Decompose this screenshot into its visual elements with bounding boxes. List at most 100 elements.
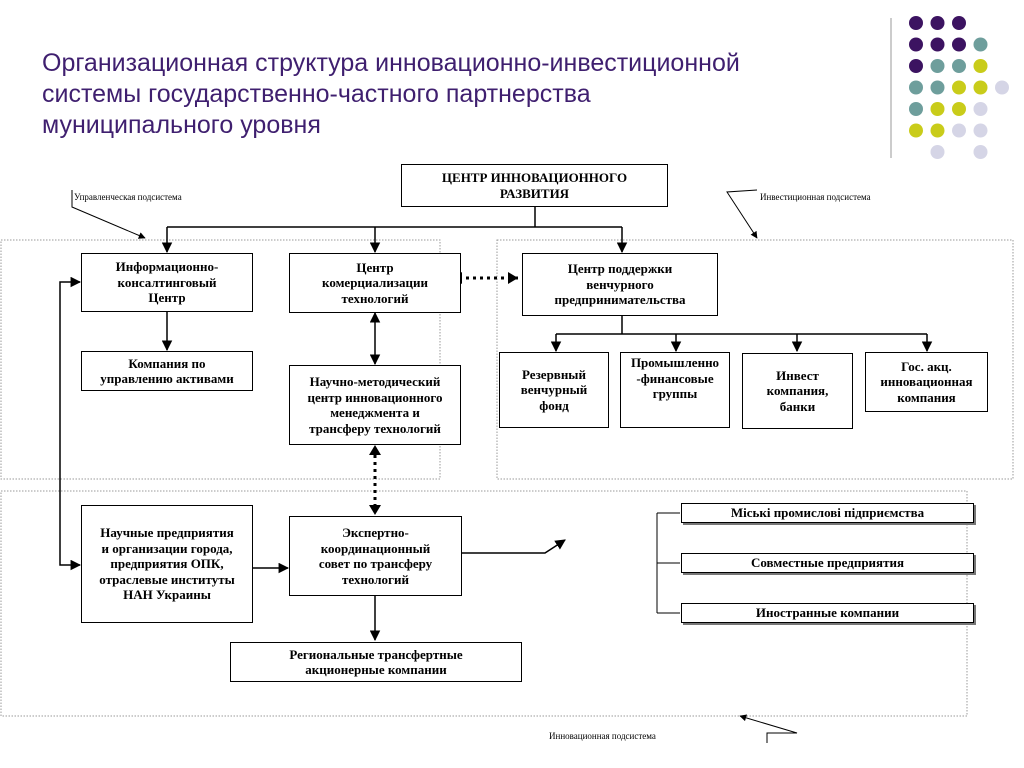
decor-dot-purple: [930, 16, 945, 30]
decor-dot-purple: [909, 59, 923, 73]
decor-dot-teal: [930, 59, 945, 73]
decor-dot-purple: [952, 16, 966, 30]
decor-dot-lavender: [973, 102, 988, 116]
box-text-line: -финансовые: [636, 370, 714, 386]
box-text-line: совет по трансферу: [318, 556, 433, 571]
box-text-line: координационный: [320, 540, 431, 556]
dotted-arrow-up: [369, 445, 381, 455]
investment-label-pointer: [726, 189, 758, 239]
decor-dot-lavender: [952, 123, 966, 138]
box-text-line: Региональные трансфертные: [289, 646, 463, 662]
box-city-industrial-enterprises: Міські промислові підприємства: [681, 503, 974, 523]
box-text-line: венчурного: [586, 276, 654, 292]
box-scientific-methodical-center: Научно-методический центр инновационного…: [289, 365, 461, 445]
box-text-line: Промышленно: [630, 355, 720, 370]
decor-dot-yellow: [930, 102, 945, 116]
box-text-line: трансферу технологий: [309, 420, 441, 436]
decor-dot-purple: [952, 37, 966, 52]
box-text-line: Компания по: [128, 355, 206, 371]
box-text-line: отраслевые институты: [99, 571, 235, 587]
decor-dot-teal: [930, 80, 945, 95]
box-text-line: менеджмента и: [330, 405, 420, 420]
slide-title: Организационная структура инновационно-и…: [42, 48, 872, 141]
decor-dot-yellow: [952, 80, 966, 95]
decor-dot-lavender: [973, 145, 988, 159]
decor-dot-yellow: [952, 102, 966, 116]
box-text-line: Иностранные компании: [755, 605, 900, 621]
box-text-line: консалтинговый: [117, 274, 217, 290]
box-expert-coordination-council: Экспертно- координационный совет по тран…: [289, 516, 462, 596]
decor-dot-lavender: [973, 123, 988, 138]
decor-dot-purple: [909, 16, 923, 30]
box-text-line: центр инновационного: [307, 389, 443, 405]
box-text-line: Экспертно-: [342, 525, 409, 540]
decor-dot-teal: [952, 59, 966, 73]
box-text-line: управлению активами: [100, 371, 234, 386]
box-text-line: РАЗВИТИЯ: [499, 185, 570, 201]
decor-dot-teal: [909, 102, 923, 116]
box-text-line: предприятия ОПК,: [110, 556, 224, 572]
title-line-2: системы государственно-частного партнерс…: [42, 80, 591, 108]
box-text-line: Гос. акц.: [901, 358, 952, 374]
management-region: [0, 239, 441, 480]
box-invest-company-banks: Инвест компания, банки: [742, 353, 853, 429]
box-text-line: банки: [779, 398, 816, 414]
loop-info-consult-sci-enterprises: [59, 276, 82, 571]
decor-dot-yellow: [909, 123, 923, 138]
box-regional-transfer-companies: Региональные трансфертные акционерные ко…: [230, 642, 522, 682]
box-text-line: Центр поддержки: [567, 261, 673, 277]
box-text-line: Инвест: [776, 367, 819, 383]
decor-dot-yellow: [973, 80, 988, 95]
management-label-pointer: [71, 190, 146, 239]
innovation-label-pointer: [739, 714, 798, 743]
box-text-line: компания: [897, 389, 956, 405]
decor-dot-yellow: [973, 59, 988, 73]
box-text-line: Совместные предприятия: [750, 555, 904, 571]
box-innovation-development-center: ЦЕНТР ИННОВАЦИОННОГО РАЗВИТИЯ: [401, 164, 668, 207]
box-text-line: Резервный: [522, 366, 586, 382]
box-text-line: группы: [652, 386, 698, 401]
dotted-arrow-right: [508, 272, 518, 284]
box-text-line: Научно-методический: [309, 374, 441, 389]
box-reserve-venture-fund: Резервный венчурный фонд: [499, 352, 609, 428]
box-venture-support-center: Центр поддержки венчурного предпринимате…: [522, 253, 718, 316]
title-line-3: муниципального уровня: [42, 111, 321, 139]
arrow-council-to-companies: [462, 539, 566, 554]
box-text-line: комерциализации: [322, 275, 428, 291]
box-text-line: фонд: [539, 397, 569, 413]
dotted-arrow-down: [369, 505, 381, 515]
innovation-subsystem-label: Инновационная подсистема: [549, 731, 656, 741]
box-text-line: акционерные компании: [305, 662, 447, 677]
box-text-line: компания,: [766, 383, 829, 399]
box-state-innovation-company: Гос. акц. инновационная компания: [865, 352, 988, 412]
box-text-line: НАН Украины: [123, 587, 211, 603]
investment-region: [496, 239, 1014, 480]
box-joint-ventures: Совместные предприятия: [681, 553, 974, 573]
decor-dot-purple: [909, 37, 923, 52]
decor-dot-yellow: [930, 123, 945, 138]
box-info-consult-center: Информационно- консалтинговый Центр: [81, 253, 253, 312]
management-subsystem-label: Управленческая подсистема: [74, 192, 182, 202]
title-line-1: Организационная структура инновационно-и…: [42, 49, 740, 77]
box-text-line: Центр: [148, 290, 186, 306]
box-commercialization-center: Центр комерциализации технологий: [289, 253, 461, 313]
box-text-line: технологий: [341, 290, 409, 306]
box-asset-management-company: Компания по управлению активами: [81, 351, 253, 391]
box-text-line: Центр: [356, 259, 394, 275]
box-text-line: и организации города,: [101, 540, 233, 556]
decor-dot-lavender: [930, 145, 945, 159]
decor-dot-teal: [909, 80, 923, 95]
decor-dot-purple: [930, 37, 945, 52]
decor-dot-teal: [973, 37, 988, 52]
box-industrial-financial-groups: Промышленно -финансовые группы: [620, 352, 730, 428]
box-text-line: Информационно-: [115, 259, 219, 275]
box-text-line: Міські промислові підприємства: [730, 505, 925, 521]
box-text-line: венчурный: [520, 382, 588, 398]
box-text-line: предпринимательства: [554, 292, 686, 308]
box-foreign-companies: Иностранные компании: [681, 603, 974, 623]
box-text-line: ЦЕНТР ИННОВАЦИОННОГО: [441, 170, 628, 185]
investment-subsystem-label: Инвестиционная подсистема: [760, 192, 871, 202]
